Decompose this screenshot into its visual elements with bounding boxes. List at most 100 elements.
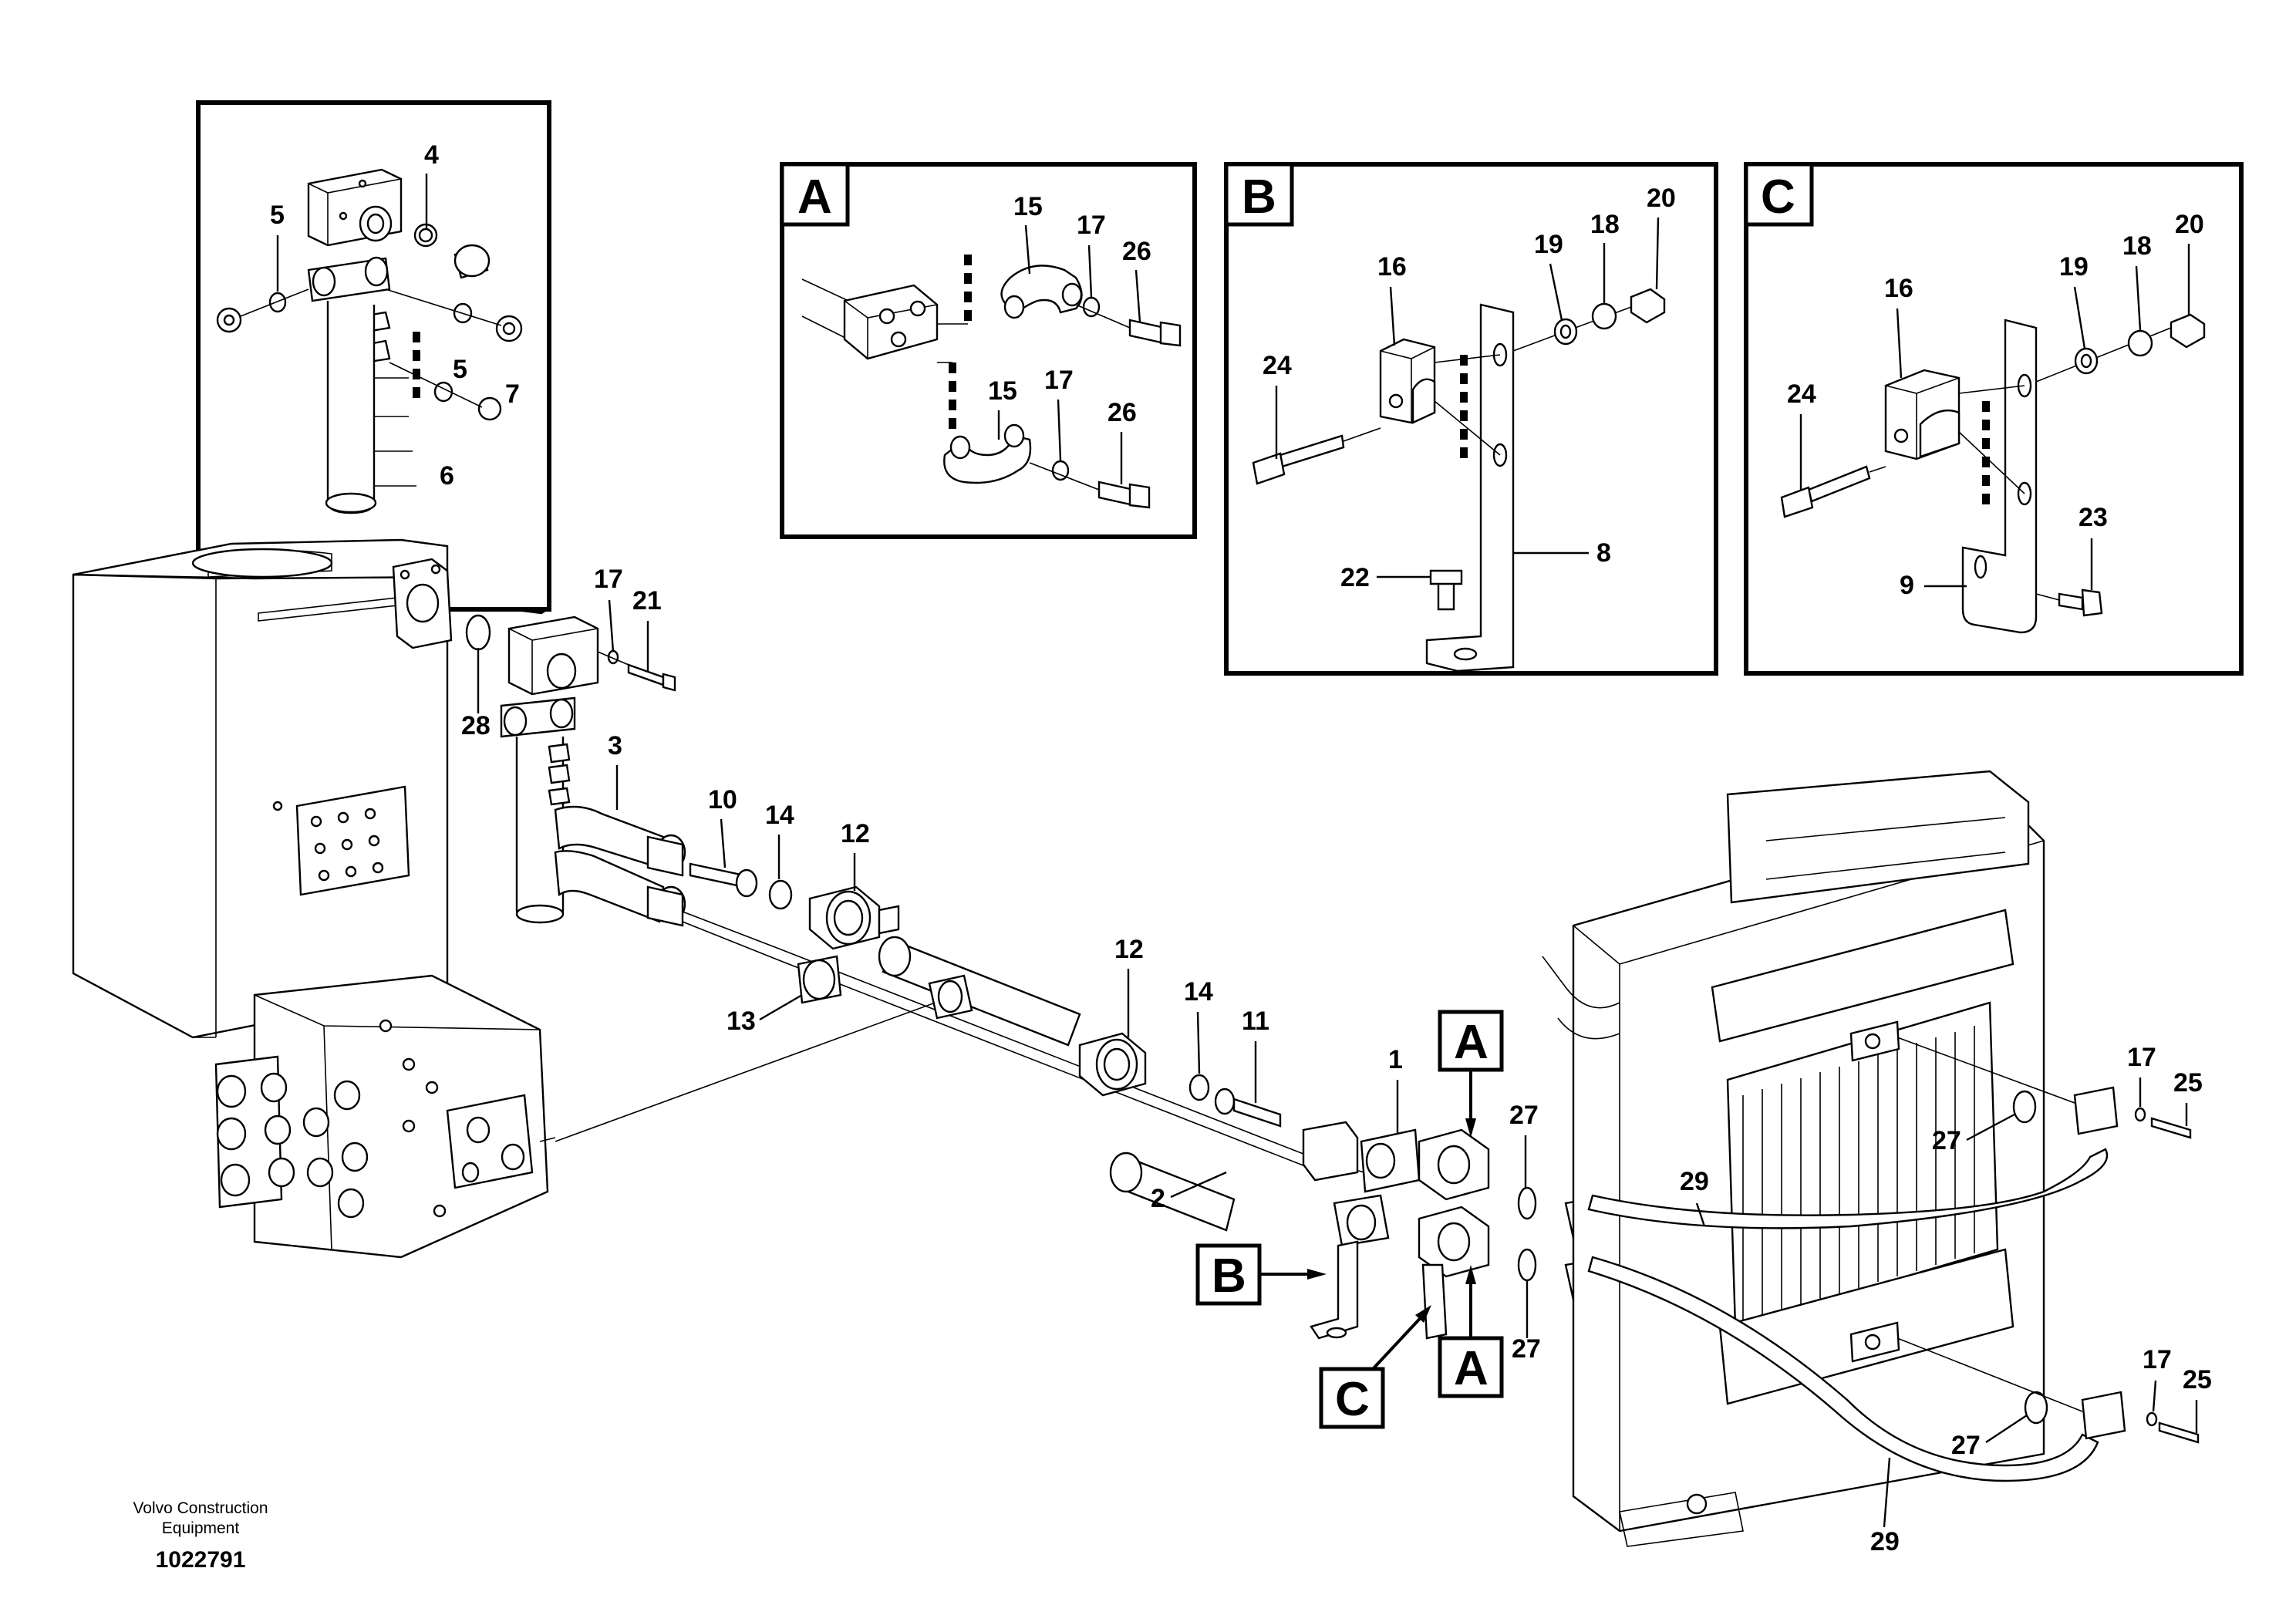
callout-27-right-upper: 27 [1932,1113,2015,1155]
svg-text:11: 11 [1242,1007,1269,1036]
callout-17-right-upper: 17 [2127,1043,2156,1107]
svg-text:7: 7 [505,379,520,409]
callout-1: 1 [1388,1045,1403,1134]
svg-text:27: 27 [1932,1126,1961,1155]
svg-text:24: 24 [1787,379,1816,409]
svg-text:17: 17 [1077,211,1106,240]
oil-cooler [1542,770,2045,1547]
callout-12-upper: 12 [841,819,870,891]
svg-text:5: 5 [270,201,285,230]
hydraulic-tank [72,538,453,1039]
svg-text:16: 16 [1884,274,1913,303]
svg-text:B: B [1212,1249,1246,1303]
svg-text:10: 10 [708,785,737,814]
detail-c-callout-24: 24 [1787,379,1816,490]
callout-29-lower: 29 [1870,1457,1900,1556]
callout-25-lower: 25 [2183,1365,2212,1433]
inset-callout-5a: 5 [270,201,285,292]
svg-text:9: 9 [1900,571,1914,600]
detail-view-c: C 16 19 [1744,162,2244,676]
callout-17-right-lower: 17 [2143,1345,2172,1412]
callout-12-lower: 12 [1114,935,1144,1037]
callout-11: 11 [1242,1007,1269,1103]
svg-text:29: 29 [1870,1527,1900,1556]
callout-27-right-lower: 27 [1951,1414,2028,1460]
svg-text:24: 24 [1263,351,1292,380]
svg-text:26: 26 [1108,398,1137,427]
view-tag-a-upper: A [1438,1010,1504,1138]
svg-text:21: 21 [632,586,662,615]
detail-b-callout-24: 24 [1263,351,1292,459]
company-name-line1: Volvo Construction [133,1499,268,1517]
svg-text:6: 6 [440,461,454,491]
footer-block: Volvo Construction Equipment 1022791 [133,1499,268,1573]
svg-text:27: 27 [1951,1431,1981,1460]
callout-13: 13 [727,993,803,1036]
callout-27-left-lower: 27 [1512,1280,1541,1364]
svg-text:8: 8 [1596,538,1611,568]
detail-view-a: A 15 17 26 [780,162,1197,539]
svg-text:2: 2 [1151,1184,1165,1213]
svg-text:23: 23 [2079,503,2108,532]
svg-text:17: 17 [1044,366,1074,395]
callout-28: 28 [461,648,491,740]
svg-text:19: 19 [1534,230,1563,259]
detail-view-a-title: A [797,170,832,224]
callout-14-upper: 14 [765,801,794,879]
detail-c-callout-23: 23 [2079,503,2108,590]
detail-b-callout-19: 19 [1534,230,1563,321]
main-assembly: 17 21 28 3 10 14 12 13 [72,538,2212,1556]
detail-a-callout-15-upper: 15 [1013,192,1043,275]
detail-b-callout-20: 20 [1647,184,1676,290]
svg-text:1: 1 [1388,1045,1403,1074]
svg-text:14: 14 [765,801,794,830]
cooler-manifold [1302,1121,1598,1340]
svg-text:17: 17 [2143,1345,2172,1374]
svg-text:20: 20 [2175,210,2204,239]
svg-text:13: 13 [727,1007,756,1036]
svg-text:27: 27 [1509,1101,1539,1130]
svg-text:26: 26 [1122,237,1151,266]
drawing-number: 1022791 [156,1547,246,1573]
company-name-line2: Equipment [162,1519,240,1537]
detail-view-b: B 16 19 18 [1224,162,1718,676]
detail-view-b-title: B [1242,170,1276,224]
callout-21: 21 [632,586,662,671]
inset-callout-6: 6 [440,461,454,491]
svg-text:16: 16 [1377,252,1407,282]
svg-text:25: 25 [2183,1365,2212,1394]
detail-c-callout-9: 9 [1900,571,1967,600]
detail-a-callout-17-upper: 17 [1077,211,1106,298]
control-valve [214,974,556,1259]
detail-c-callout-18: 18 [2122,231,2152,331]
svg-text:5: 5 [453,355,467,384]
svg-text:15: 15 [1013,192,1043,221]
svg-text:19: 19 [2059,252,2089,282]
inset-callout-5b: 5 [453,355,467,384]
callout-17-top: 17 [594,565,623,653]
svg-text:12: 12 [1114,935,1144,964]
svg-text:22: 22 [1340,563,1370,592]
detail-c-callout-19: 19 [2059,252,2089,349]
inset-detail: 4 5 5 7 6 [196,100,551,615]
callout-14-lower: 14 [1184,977,1213,1074]
detail-b-callout-22: 22 [1340,563,1431,592]
svg-text:A: A [1454,1016,1489,1069]
svg-text:27: 27 [1512,1334,1541,1364]
svg-text:18: 18 [1590,210,1620,239]
callout-2: 2 [1151,1171,1227,1213]
svg-text:3: 3 [608,731,622,760]
svg-text:25: 25 [2173,1068,2203,1098]
callout-10: 10 [708,785,737,868]
fittings-upper [689,862,900,1004]
svg-text:A: A [1454,1342,1489,1395]
detail-c-callout-16: 16 [1884,274,1913,379]
svg-text:20: 20 [1647,184,1676,213]
svg-text:14: 14 [1184,977,1213,1007]
detail-view-c-title: C [1761,170,1795,224]
main-valve-block [465,614,676,924]
detail-a-callout-17-lower: 17 [1044,366,1074,461]
detail-a-callout-26-upper: 26 [1122,237,1151,323]
detail-c-callout-20: 20 [2175,210,2204,315]
svg-text:C: C [1335,1373,1370,1426]
